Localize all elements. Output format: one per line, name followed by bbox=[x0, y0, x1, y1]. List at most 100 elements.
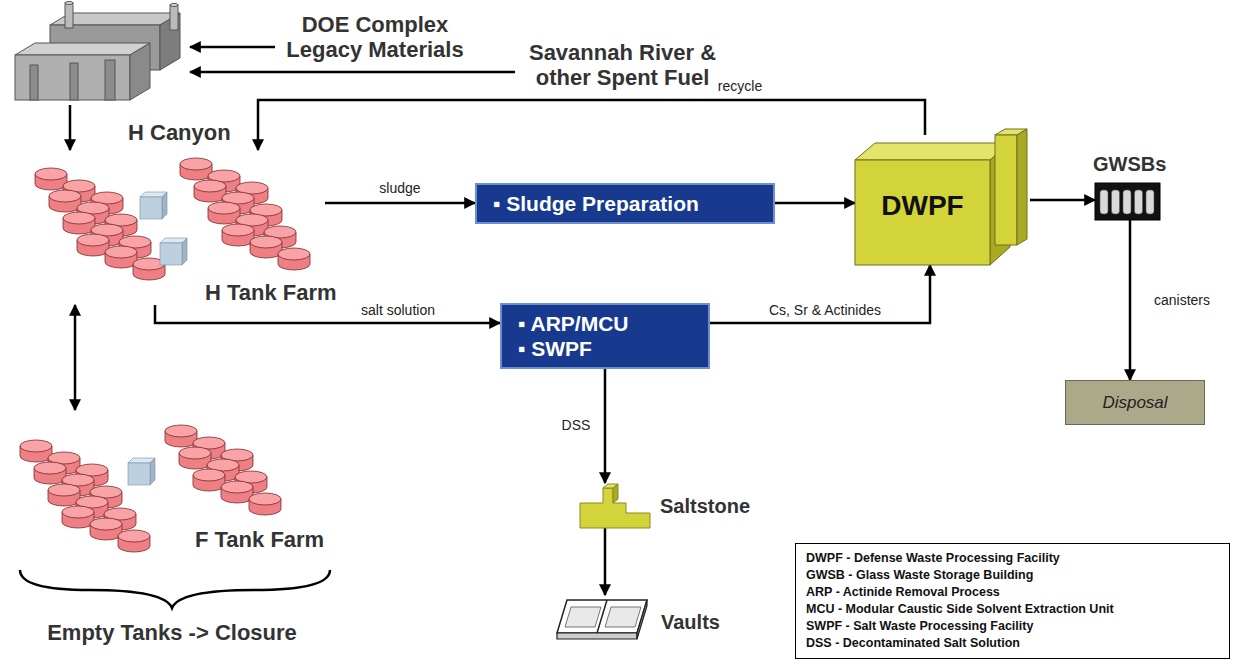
illustration-part bbox=[208, 202, 240, 214]
illustration-part bbox=[170, 5, 178, 30]
box-text: MCU - Modular Caustic Side Solvent Extra… bbox=[806, 601, 1219, 618]
illustration-part bbox=[222, 224, 254, 236]
storage-tank bbox=[62, 506, 94, 528]
storage-tank bbox=[48, 484, 80, 506]
canyon-facility: H Canyon bbox=[10, 5, 190, 105]
node-label: DOE Complex Legacy Materials bbox=[275, 12, 475, 62]
illustration-part bbox=[1123, 190, 1131, 214]
node-label: GWSBs bbox=[1093, 153, 1166, 176]
illustration-part bbox=[65, 3, 73, 28]
illustration-part bbox=[70, 63, 78, 100]
storage-tank bbox=[278, 248, 310, 270]
storage-tank bbox=[221, 481, 253, 503]
illustration-part bbox=[249, 493, 281, 505]
illustration-part bbox=[193, 469, 225, 481]
illustration-part bbox=[1095, 183, 1160, 220]
illustration-part bbox=[278, 248, 310, 260]
storage-building: GWSBs bbox=[1095, 183, 1160, 220]
flow-arrow bbox=[155, 305, 500, 323]
storage-tank bbox=[249, 493, 281, 515]
illustration-part bbox=[140, 197, 162, 219]
box-text: SWPF - Salt Waste Processing Facility bbox=[806, 618, 1219, 635]
flow-arrow bbox=[710, 265, 930, 323]
illustration-part bbox=[1112, 190, 1120, 214]
illustration-part bbox=[170, 4, 178, 7]
illustration-part bbox=[62, 506, 94, 518]
saltstone-facility: Saltstone bbox=[578, 483, 653, 528]
disposal-vaults: Vaults bbox=[555, 595, 650, 640]
illustration-part bbox=[105, 60, 115, 100]
illustration-part bbox=[77, 234, 109, 246]
storage-tank bbox=[208, 202, 240, 224]
illustration-part bbox=[35, 158, 310, 280]
flow-arrow bbox=[258, 100, 925, 150]
storage-tank bbox=[35, 168, 67, 190]
node-illustration bbox=[578, 483, 653, 528]
illustration-part bbox=[605, 607, 641, 627]
illustration-part bbox=[30, 65, 38, 100]
flow-arrow bbox=[775, 202, 855, 205]
illustration-part bbox=[180, 158, 212, 170]
flow-label: salt solution bbox=[358, 302, 438, 319]
flow-label: recycle bbox=[715, 78, 765, 95]
flow-label: sludge bbox=[376, 180, 423, 197]
storage-tank bbox=[165, 425, 197, 447]
illustration-part bbox=[1017, 129, 1027, 245]
flow-label: canisters bbox=[1151, 292, 1213, 309]
illustration-part bbox=[49, 190, 81, 202]
process-box: ▪ ARP/MCU▪ SWPF bbox=[500, 303, 710, 369]
illustration-part bbox=[15, 55, 130, 100]
illustration-part bbox=[105, 246, 137, 258]
illustration-part bbox=[15, 43, 150, 55]
flow-arrow bbox=[74, 305, 77, 410]
node-label: DWPF bbox=[855, 190, 990, 222]
illustration-part bbox=[118, 530, 150, 542]
node-label: Vaults bbox=[661, 611, 720, 634]
illustration-part bbox=[613, 484, 618, 503]
illustration-part bbox=[63, 212, 95, 224]
illustration-part bbox=[557, 633, 637, 639]
node-illustration bbox=[10, 5, 190, 105]
storage-tank bbox=[118, 530, 150, 552]
node-illustration bbox=[1095, 183, 1160, 220]
tank-farm: F Tank Farm bbox=[10, 410, 330, 560]
illustration-part bbox=[20, 440, 52, 452]
flow-arrow bbox=[190, 46, 275, 49]
illustration-part bbox=[221, 481, 253, 493]
illustration-part bbox=[557, 600, 647, 639]
storage-tank bbox=[20, 440, 52, 462]
curly-brace bbox=[20, 570, 330, 608]
node-label: H Canyon bbox=[128, 120, 231, 145]
flow-label: Cs, Sr & Actinides bbox=[766, 302, 884, 319]
illustration-part bbox=[90, 518, 122, 530]
storage-tank bbox=[63, 212, 95, 234]
node-label: Saltstone bbox=[660, 495, 750, 518]
vitrification-facility: DWPF bbox=[855, 135, 1030, 265]
illustration-part bbox=[855, 129, 1027, 265]
node-label: F Tank Farm bbox=[195, 527, 324, 552]
flow-arrow bbox=[325, 202, 475, 205]
box-text: ▪ ARP/MCU bbox=[518, 311, 692, 336]
illustration-part bbox=[179, 447, 211, 459]
illustration-part bbox=[182, 238, 187, 265]
source-label: Savannah River & other Spent Fuel bbox=[515, 40, 730, 90]
storage-tank bbox=[180, 158, 212, 180]
illustration-part bbox=[855, 143, 1010, 160]
flow-arrow bbox=[604, 528, 607, 595]
node-illustration bbox=[555, 595, 650, 640]
box-text: DWPF - Defense Waste Processing Facility bbox=[806, 550, 1219, 567]
source-label: DOE Complex Legacy Materials bbox=[275, 12, 475, 62]
flow-arrow bbox=[1129, 220, 1132, 380]
illustration-part bbox=[580, 484, 650, 528]
storage-tank bbox=[77, 234, 109, 256]
flow-arrow bbox=[190, 71, 515, 74]
illustration-part bbox=[194, 180, 226, 192]
illustration-part bbox=[250, 236, 282, 248]
disposal-box: Disposal bbox=[1065, 380, 1205, 425]
illustration-part bbox=[150, 458, 155, 485]
illustration-part bbox=[1135, 190, 1143, 214]
illustration-part bbox=[165, 425, 197, 437]
illustration-part bbox=[128, 463, 150, 485]
node-label: H Tank Farm bbox=[205, 280, 337, 305]
flow-arrow bbox=[604, 369, 607, 483]
